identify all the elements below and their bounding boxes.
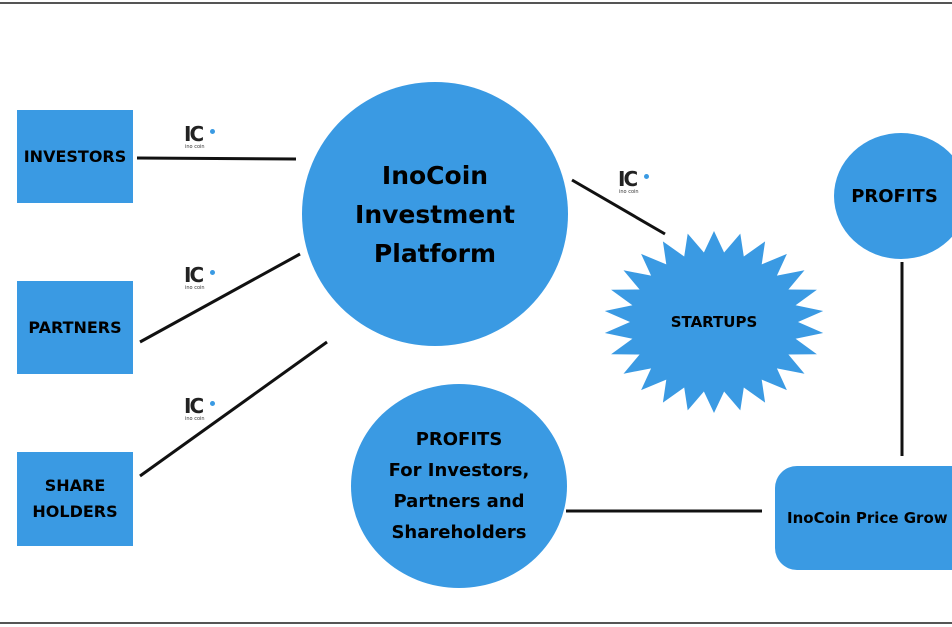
partners-box: PARTNERS	[17, 281, 133, 374]
profits-top-circle: PROFITS	[834, 133, 952, 259]
logo-dot-icon	[210, 129, 215, 134]
logo-dot-icon	[210, 270, 215, 275]
logo-dot-icon	[644, 174, 649, 179]
profits-bottom-line3: Partners and	[393, 491, 525, 512]
platform-label-line2: Investment	[355, 199, 515, 229]
logo-mark: IC	[184, 263, 204, 287]
inocoin-logo-investors: IC ino coin	[184, 123, 218, 153]
profits-bottom-title: PROFITS	[415, 429, 503, 450]
top-border	[0, 2, 952, 4]
partners-label: PARTNERS	[28, 317, 122, 337]
profits-top-label: PROFITS	[851, 185, 938, 207]
shareholders-label-line2: HOLDERS	[32, 502, 118, 521]
price-growth-box: InoCoin Price Grow	[775, 466, 952, 570]
platform-label-line1: InoCoin	[381, 160, 489, 190]
investors-box: INVESTORS	[17, 110, 133, 203]
startups-starburst	[604, 231, 824, 413]
inocoin-logo-shareholders: IC ino coin	[184, 395, 218, 425]
price-growth-label: InoCoin Price Grow	[787, 509, 948, 527]
line-partners-platform	[139, 252, 301, 344]
startups-label: STARTUPS	[670, 313, 758, 331]
inocoin-logo-startups: IC ino coin	[618, 168, 652, 198]
line-platform-startups	[571, 178, 666, 236]
logo-subtitle: ino coin	[619, 189, 639, 195]
logo-subtitle: ino coin	[185, 416, 205, 422]
line-shareholders-platform	[139, 340, 328, 478]
shareholders-label-line1: SHARE	[44, 476, 106, 495]
logo-mark: IC	[184, 122, 204, 146]
profits-bottom-circle: PROFITS For Investors, Partners and Shar…	[351, 384, 567, 588]
line-investors-platform	[136, 156, 297, 161]
logo-mark: IC	[184, 394, 204, 418]
platform-circle: InoCoin Investment Platform	[302, 82, 568, 346]
logo-dot-icon	[210, 401, 215, 406]
profits-bottom-line2: For Investors,	[388, 460, 530, 481]
logo-subtitle: ino coin	[185, 285, 205, 291]
profits-bottom-line4: Shareholders	[391, 522, 527, 543]
logo-subtitle: ino coin	[185, 144, 205, 150]
shareholders-box: SHARE HOLDERS	[17, 452, 133, 546]
starburst-shape	[604, 231, 824, 413]
bottom-border	[0, 622, 952, 624]
platform-label-line3: Platform	[373, 238, 497, 268]
startups-label-wrap: STARTUPS	[603, 305, 825, 339]
inocoin-logo-partners: IC ino coin	[184, 264, 218, 294]
logo-mark: IC	[618, 167, 638, 191]
investors-label: INVESTORS	[23, 146, 127, 166]
